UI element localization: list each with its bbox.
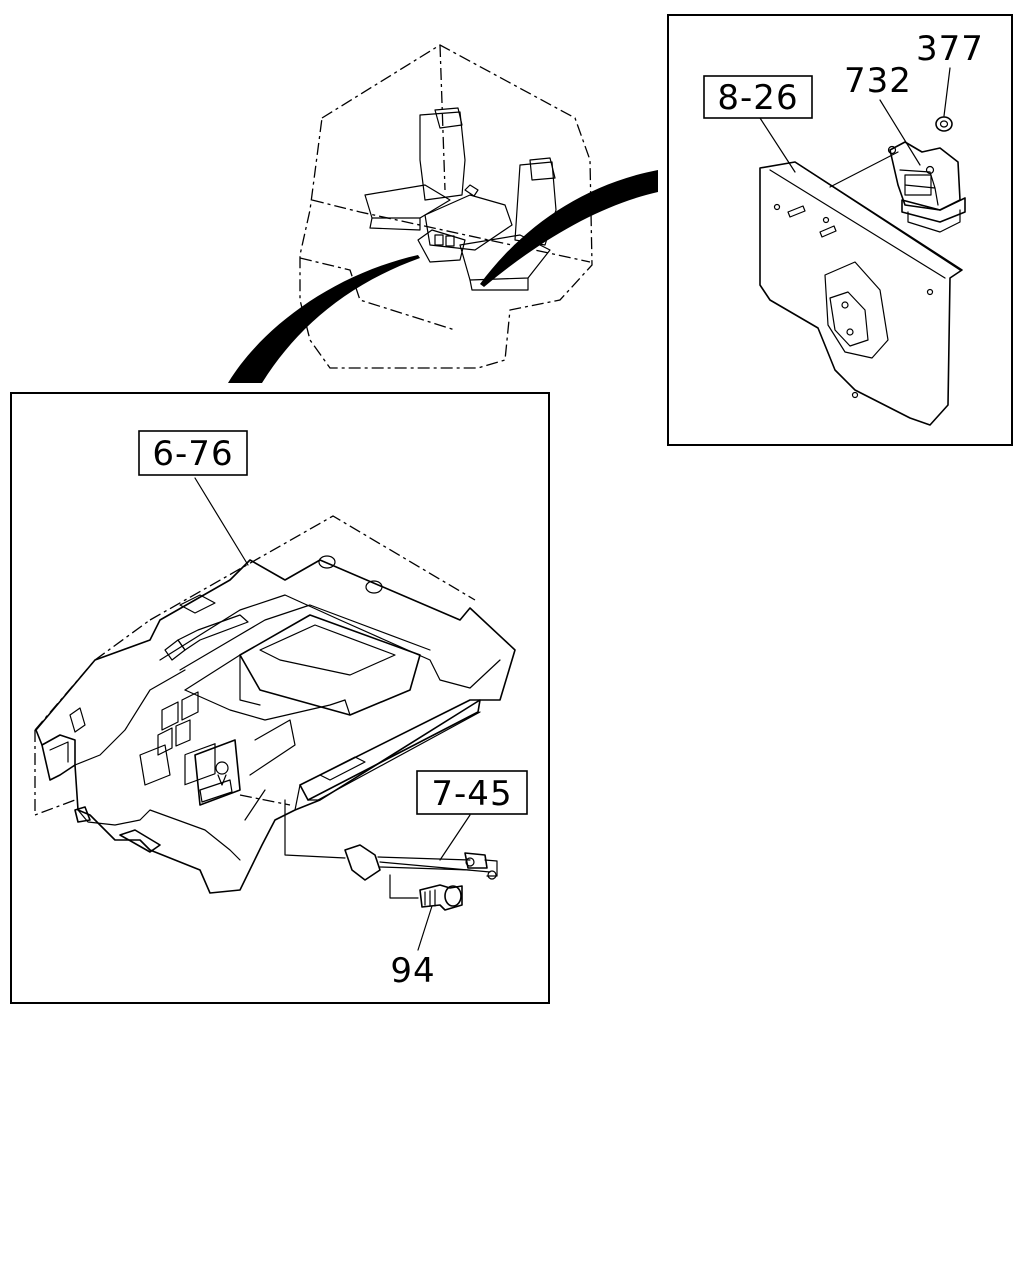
tag-label-8-26: 8-26 xyxy=(717,78,798,118)
cab-overview xyxy=(228,44,658,383)
tag-box-6-76 xyxy=(138,430,248,476)
callout-sweep-left xyxy=(228,255,420,383)
tag-box-8-26 xyxy=(703,75,813,119)
part-label-94: 94 xyxy=(390,951,435,991)
relay-detail-frame: 8-26 377 732 xyxy=(667,14,1013,446)
tag-label-6-76: 6-76 xyxy=(152,434,233,474)
part-label-732: 732 xyxy=(844,61,912,101)
part-label-377: 377 xyxy=(916,29,984,69)
callout-sweep-right xyxy=(480,170,658,287)
console-detail-frame: 6-76 7-45 94 xyxy=(10,392,550,1004)
tag-box-7-45 xyxy=(416,770,528,815)
tag-label-7-45: 7-45 xyxy=(431,774,512,814)
